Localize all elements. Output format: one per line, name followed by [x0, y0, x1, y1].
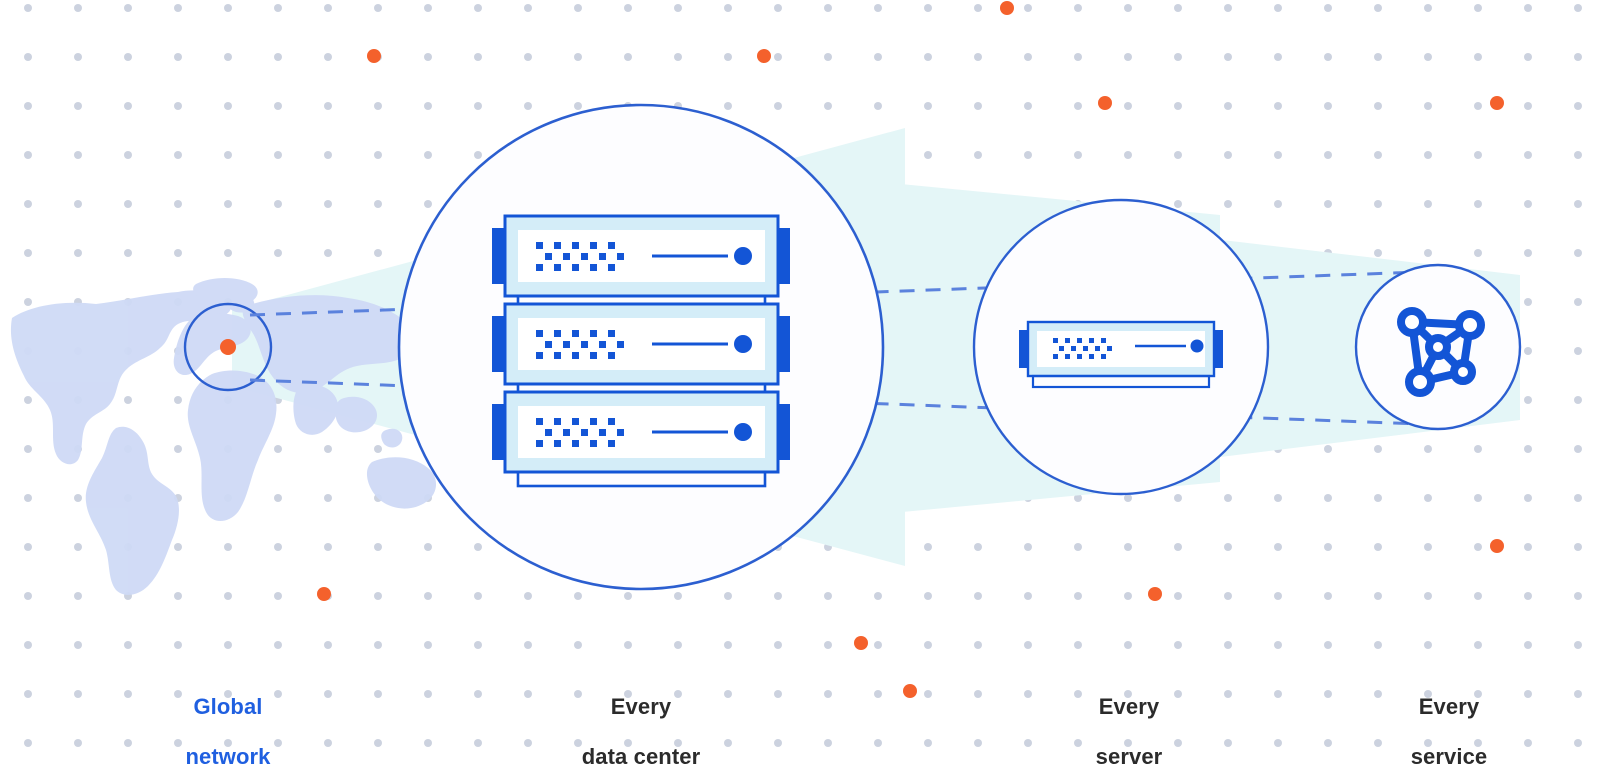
rack-unit-1: [492, 214, 790, 310]
mesh-node-bottom-left: [1405, 367, 1435, 397]
globe-highlight-circle: [183, 302, 273, 392]
orange-dot: [757, 49, 771, 63]
orange-dot: [367, 49, 381, 63]
vent-dots-3: [536, 418, 624, 447]
vent-dots-server: [1053, 338, 1112, 359]
orange-dot: [1148, 587, 1162, 601]
mesh-node-top-left: [1397, 307, 1427, 337]
rack-unit-2: [492, 302, 790, 398]
orange-dot: [854, 636, 868, 650]
single-server-icon: [1019, 320, 1223, 389]
orange-dot: [317, 587, 331, 601]
vent-dots-1: [536, 242, 624, 271]
mesh-node-top-right: [1455, 310, 1485, 340]
mesh-node-center: [1425, 334, 1451, 360]
network-location-marker: [220, 339, 236, 355]
rack-unit-3: [492, 390, 790, 488]
vent-dots-2: [536, 330, 624, 359]
world-map-icon: [10, 278, 437, 595]
server-rack-icon: [492, 214, 790, 488]
orange-dot: [903, 684, 917, 698]
network-mesh-icon: [1397, 307, 1485, 397]
mesh-node-bottom-right: [1450, 359, 1476, 385]
orange-dot: [1000, 1, 1014, 15]
orange-dot: [1490, 96, 1504, 110]
orange-dot: [1490, 539, 1504, 553]
orange-accent-dots: [317, 1, 1504, 698]
orange-dot: [1098, 96, 1112, 110]
